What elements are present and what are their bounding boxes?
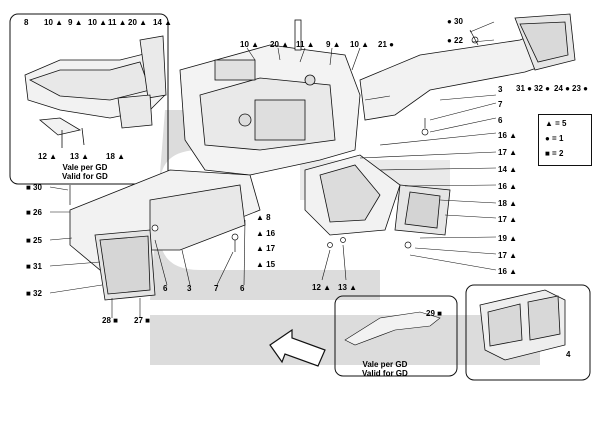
callout: 32 ● (534, 84, 550, 93)
callout: 14 ▲ (153, 18, 173, 27)
callout: 11 ▲ (296, 40, 315, 49)
callout: 11 ▲ (108, 18, 127, 27)
legend-triangle: ▲ = 5 (545, 119, 567, 128)
callout: ■ 26 (26, 208, 42, 217)
callout: 17 ▲ (498, 251, 518, 260)
callout: 18 ▲ (498, 199, 518, 208)
callout: 24 ● (554, 84, 570, 93)
note-top-left-line2: Valid for GD (62, 172, 108, 181)
callout: 7 (498, 100, 503, 109)
screw-fasteners (69, 29, 479, 252)
legend-box: ▲ = 5 ● = 1 ■ = 2 (538, 114, 592, 166)
callout: 10 ▲ (88, 18, 108, 27)
callout: 10 ▲ (44, 18, 64, 27)
callout: 20 ▲ (128, 18, 148, 27)
callout: ▲ 15 (256, 260, 276, 269)
callout: 10 ▲ (240, 40, 260, 49)
callout: 19 ▲ (498, 234, 518, 243)
callout: ▲ 8 (256, 213, 271, 222)
callout: 4 (566, 350, 571, 359)
note-bottom: Vale per GD Valid for GD (362, 360, 408, 378)
callout: 31 ● (516, 84, 532, 93)
detail-box-bottom-center (334, 295, 458, 377)
callout: ● 30 (447, 17, 463, 26)
callout: 6 (240, 284, 245, 293)
note-bottom-line1: Vale per GD (362, 360, 408, 369)
callout: 14 ▲ (498, 165, 518, 174)
callout: 27 ■ (134, 316, 150, 325)
leader-lines (49, 21, 497, 318)
top-left-duct-part (24, 35, 167, 148)
note-top-left-line1: Vale per GD (62, 163, 108, 172)
detail-box-bottom-right (465, 284, 591, 381)
callout: ▲ 16 (256, 229, 276, 238)
callout: 6 (498, 116, 503, 125)
note-bottom-line2: Valid for GD (362, 369, 408, 378)
vent-part-4 (479, 289, 566, 361)
callout: 9 ▲ (68, 18, 83, 27)
callout: 10 ▲ (350, 40, 370, 49)
callout: 17 ▲ (498, 148, 518, 157)
callout: 8 (24, 18, 29, 27)
callout: 29 ■ (426, 309, 442, 318)
callout: 3 (187, 284, 192, 293)
callout: 18 ▲ (106, 152, 126, 161)
callout: 17 ▲ (498, 215, 518, 224)
note-top-left: Vale per GD Valid for GD (62, 163, 108, 181)
arrow-pointer-icon (269, 328, 326, 367)
callout: ● 22 (447, 36, 463, 45)
detail-box-top-left (9, 13, 169, 185)
callout: ■ 31 (26, 262, 42, 271)
callout: ■ 25 (26, 236, 42, 245)
callout: 16 ▲ (498, 182, 518, 191)
callout: 6 (163, 284, 168, 293)
callout: 16 ▲ (498, 267, 518, 276)
callout: 3 (498, 85, 503, 94)
upper-right-duct (359, 13, 576, 121)
callout: 12 ▲ (38, 152, 58, 161)
bottom-center-detail-duct (344, 311, 441, 346)
callout: 20 ▲ (270, 40, 290, 49)
callout: ■ 32 (26, 289, 42, 298)
callout: 23 ● (572, 84, 588, 93)
callout: ▲ 17 (256, 244, 276, 253)
legend-square: ■ = 2 (545, 149, 564, 158)
hvac-main-unit (179, 19, 361, 176)
callout: 12 ▲ (312, 283, 332, 292)
callout: 21 ● (378, 40, 394, 49)
callout: 13 ▲ (338, 283, 358, 292)
right-vent-cluster (304, 154, 451, 236)
callout: 16 ▲ (498, 131, 518, 140)
callout: 7 (214, 284, 219, 293)
legend-circle: ● = 1 (545, 134, 564, 143)
lower-left-duct (69, 169, 261, 301)
callout: 28 ■ (102, 316, 118, 325)
callout: 9 ▲ (326, 40, 341, 49)
callout: ■ 30 (26, 183, 42, 192)
callout: 13 ▲ (70, 152, 90, 161)
